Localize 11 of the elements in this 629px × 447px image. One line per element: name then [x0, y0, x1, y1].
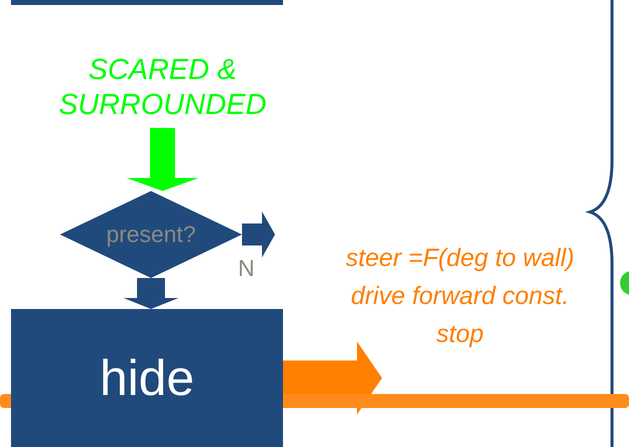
- condition-text: SCARED & SURROUNDED: [58, 53, 268, 123]
- action-text: drive forward const.: [350, 281, 570, 311]
- process-label: hide: [100, 349, 194, 408]
- decision-text: present?: [106, 220, 196, 248]
- block-arrow: [283, 342, 382, 414]
- action-text: steer =F(deg to wall): [346, 243, 574, 273]
- process-box: [11, 309, 283, 447]
- action-text: stop: [436, 319, 484, 349]
- block-arrow: [126, 128, 198, 191]
- block-arrow: [124, 278, 178, 309]
- block-arrow: [242, 212, 275, 258]
